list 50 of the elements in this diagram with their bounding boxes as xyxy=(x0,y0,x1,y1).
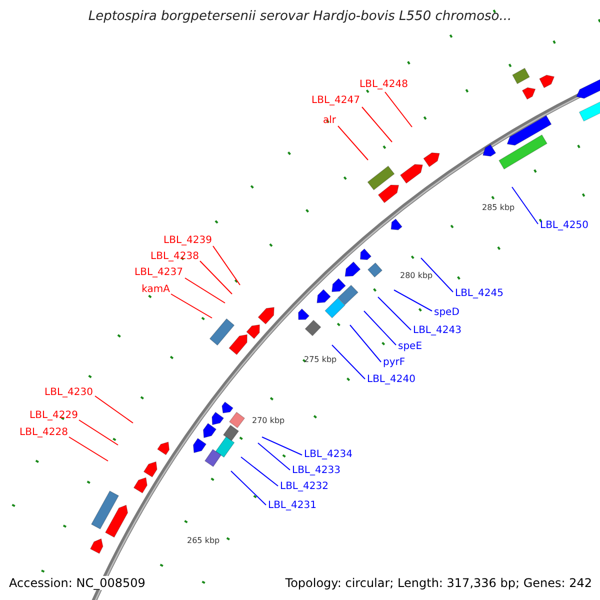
gene-label: LBL_4230 xyxy=(44,387,93,399)
accession-text: Accession: NC_008509 xyxy=(9,576,146,590)
leader-line xyxy=(240,456,278,486)
leader-line xyxy=(262,436,302,456)
gene-label: speE xyxy=(398,341,422,353)
gene-label: LBL_4243 xyxy=(413,325,462,337)
gene-label: LBL_4233 xyxy=(292,465,340,477)
leader-line xyxy=(420,258,454,292)
gene-label: LBL_4247 xyxy=(312,95,360,107)
gene-label: LBL_4245 xyxy=(455,288,504,300)
leader-line xyxy=(350,324,382,362)
scale-label: 265 kbp xyxy=(187,535,220,547)
gene-label: LBL_4250 xyxy=(540,220,588,232)
gene-label: alr xyxy=(322,115,336,127)
gene-label: LBL_4238 xyxy=(150,251,199,263)
leader-line xyxy=(338,126,368,160)
leader-line xyxy=(394,290,432,312)
gene-label: speD xyxy=(434,307,460,319)
gene-label: LBL_4239 xyxy=(164,235,212,247)
leader-line xyxy=(212,246,240,286)
leader-line xyxy=(68,436,108,462)
gene-label: pyrF xyxy=(383,357,406,369)
gene-label: LBL_4248 xyxy=(360,79,408,91)
gene-label: LBL_4232 xyxy=(280,481,328,493)
leader-line xyxy=(384,92,412,128)
gene-label: LBL_4234 xyxy=(304,449,352,461)
leader-line xyxy=(78,420,118,446)
leader-line xyxy=(184,278,226,304)
scale-label: 280 kbp xyxy=(400,270,433,282)
gene-label: LBL_4229 xyxy=(30,410,78,422)
gene-label: kamA xyxy=(142,284,170,296)
scale-label: 270 kbp xyxy=(252,415,285,427)
genome-info-text: Topology: circular; Length: 317,336 bp; Genes: 242 xyxy=(285,576,592,590)
leader-line xyxy=(332,344,366,380)
leader-line xyxy=(258,442,290,470)
leader-line xyxy=(170,294,212,318)
gene-label: LBL_4228 xyxy=(20,427,68,439)
leader-line xyxy=(230,470,266,506)
leader-line xyxy=(364,310,396,346)
leader-line xyxy=(94,396,134,424)
leader-line xyxy=(378,296,412,330)
scale-label: 275 kbp xyxy=(304,354,337,366)
scale-label: 285 kbp xyxy=(482,202,515,214)
gene-label: LBL_4237 xyxy=(134,267,183,279)
gene-label: LBL_4231 xyxy=(268,500,316,512)
title: Leptospira borgpetersenii serovar Hardjo-bovis L550 chromoso... xyxy=(87,9,513,25)
gene-label: LBL_4240 xyxy=(367,374,416,386)
leader-line xyxy=(200,260,232,294)
leader-line xyxy=(362,106,392,142)
leader-line xyxy=(512,186,538,224)
